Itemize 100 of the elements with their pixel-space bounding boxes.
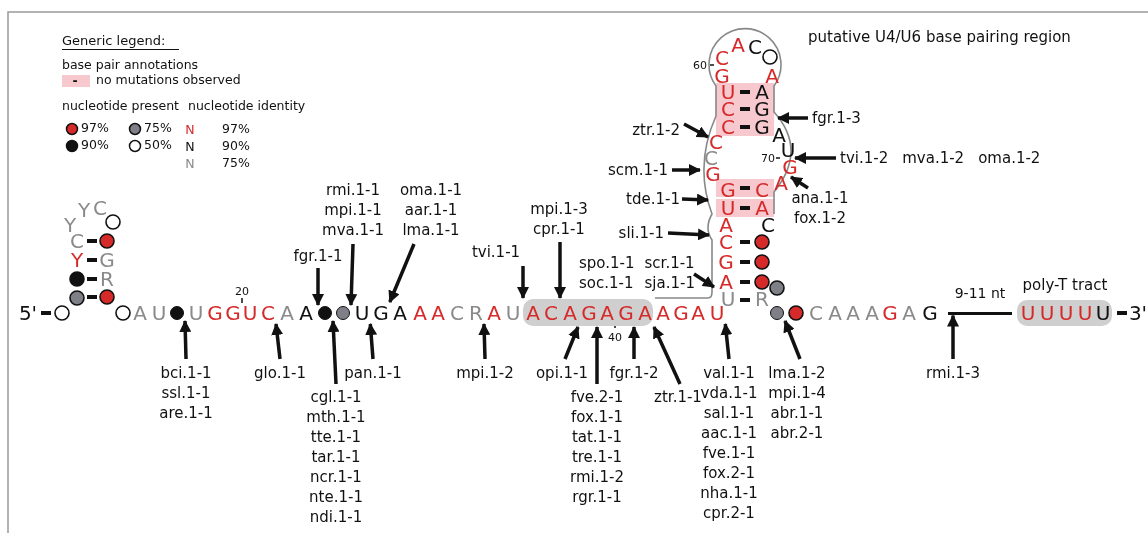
nucleotide-letter: U: [1095, 303, 1111, 323]
legend-text: 50%: [144, 139, 172, 152]
arrow: [947, 314, 959, 359]
arrow: [720, 323, 733, 360]
annotation-label: opi.1-1: [535, 363, 589, 383]
nucleotide-letter: A: [846, 303, 860, 323]
annotation-label: tat.1-1: [570, 427, 624, 447]
arrow: [783, 320, 802, 360]
nucleotide-letter: A: [563, 303, 577, 323]
annotation-label: tte.1-1: [309, 427, 363, 447]
nucleotide-letter: C: [721, 99, 735, 119]
legend-text: 75%: [222, 157, 250, 170]
nucleotide-letter: A: [413, 303, 427, 323]
legend-text: no mutations observed: [96, 74, 241, 87]
annotation-label: cgl.1-1: [309, 387, 363, 407]
annotation-label: fve.2-1: [570, 387, 624, 407]
annotation-label: sja.1-1: [644, 273, 695, 293]
legend-symbol: N: [185, 157, 195, 171]
nucleotide-letter: G: [922, 303, 938, 323]
arrow: [327, 320, 340, 385]
nucleotide-letter: A: [638, 303, 652, 323]
arrow: [563, 326, 580, 360]
annotation-label: fve.1-1: [701, 443, 757, 463]
annotation-label: oma.1-2: [978, 148, 1041, 168]
nucleotide-letter: C: [755, 180, 769, 200]
nucleotide-circle: [170, 306, 184, 320]
annotation-label: mpi.1-2: [456, 363, 514, 383]
legend-symbol: N: [185, 123, 195, 137]
legend-text: 90%: [81, 139, 109, 152]
annotation-label: ndi.1-1: [308, 507, 364, 527]
arrow: [628, 326, 640, 359]
annotation-label: ncr.1-1: [309, 467, 363, 487]
nucleotide-letter: Y: [70, 250, 84, 270]
arrow: [365, 323, 378, 360]
arrow: [681, 193, 709, 206]
nucleotide-letter: C: [450, 303, 464, 323]
nucleotide-letter: A: [280, 303, 294, 323]
nucleotide-letter: A: [755, 198, 769, 218]
annotation-label: are.1-1: [159, 403, 213, 423]
annotation-label: mpi.1-3: [530, 199, 588, 219]
arrow: [517, 266, 529, 299]
annotation-label: spo.1-1: [579, 253, 635, 273]
highlight-band: [523, 299, 653, 326]
nucleotide-letter: U: [188, 303, 204, 323]
annotation-label: ztr.1-2: [632, 120, 680, 140]
nucleotide-letter: G: [882, 303, 898, 323]
annotation-label: abr.2-1: [769, 423, 825, 443]
arrow: [667, 228, 710, 241]
nucleotide-circle: [318, 306, 332, 320]
annotation-label: ssl.1-1: [160, 383, 212, 403]
arrow: [478, 323, 491, 360]
annotation-label: cpr.2-1: [702, 503, 756, 523]
annotation-label: ana.1-1: [791, 188, 849, 208]
nucleotide-letter: A: [719, 272, 733, 292]
strand-end-label: 3': [1128, 303, 1148, 323]
arrow: [271, 323, 284, 360]
nucleotide-letter: C: [715, 48, 729, 68]
nucleotide-circle: [336, 306, 350, 320]
arrow: [790, 175, 809, 190]
nucleotide-letter: A: [526, 303, 540, 323]
nucleotide-letter: R: [469, 303, 483, 323]
arrow: [672, 164, 701, 176]
nucleotide-letter: A: [299, 303, 313, 323]
nucleotide-letter: G: [207, 303, 223, 323]
annotation-label: scm.1-1: [608, 160, 668, 180]
arrow: [554, 242, 566, 299]
nucleotide-letter: A: [719, 215, 733, 235]
nucleotide-letter: C: [809, 303, 823, 323]
nucleotide-letter: G: [581, 303, 597, 323]
annotation-label: cpr.1-1: [532, 219, 586, 239]
nucleotide-letter: C: [544, 303, 558, 323]
position-number: 70: [761, 152, 775, 164]
arrow: [312, 268, 324, 306]
nucleotide-letter: G: [99, 250, 115, 270]
annotation-label: fgr.1-3: [812, 108, 861, 128]
annotation-label: ztr.1-1: [654, 388, 702, 407]
annotation-label: rgr.1-1: [571, 487, 623, 507]
annotation-label: lma.1-2: [768, 363, 826, 383]
nucleotide-letter: A: [656, 303, 670, 323]
nucleotide-letter: A: [865, 303, 879, 323]
arrow: [345, 243, 358, 306]
annotation-label: mpi.1-4: [768, 383, 826, 403]
nucleotide-letter: R: [100, 269, 114, 289]
annotation-label: mva.1-2: [902, 148, 965, 168]
annotation-label: rmi.1-1: [325, 180, 381, 200]
nucleotide-letter: A: [600, 303, 614, 323]
nucleotide-letter: U: [720, 198, 736, 218]
annotation-label: mth.1-1: [306, 407, 366, 427]
strand-end-label: 5': [18, 303, 38, 323]
annotation-label: scr.1-1: [644, 253, 695, 273]
nucleotide-letter: A: [828, 303, 842, 323]
region-title: poly-T tract: [1022, 277, 1108, 293]
annotation-label: bci.1-1: [159, 363, 213, 383]
nucleotide-letter: A: [731, 35, 745, 55]
annotation-label: tde.1-1: [626, 189, 680, 209]
annotation-label: fgr.1-2: [609, 363, 659, 383]
legend-heading: nucleotide identity: [188, 99, 306, 113]
position-number: 40: [608, 331, 622, 343]
nucleotide-letter: G: [225, 303, 241, 323]
legend-text: 90%: [222, 140, 250, 153]
